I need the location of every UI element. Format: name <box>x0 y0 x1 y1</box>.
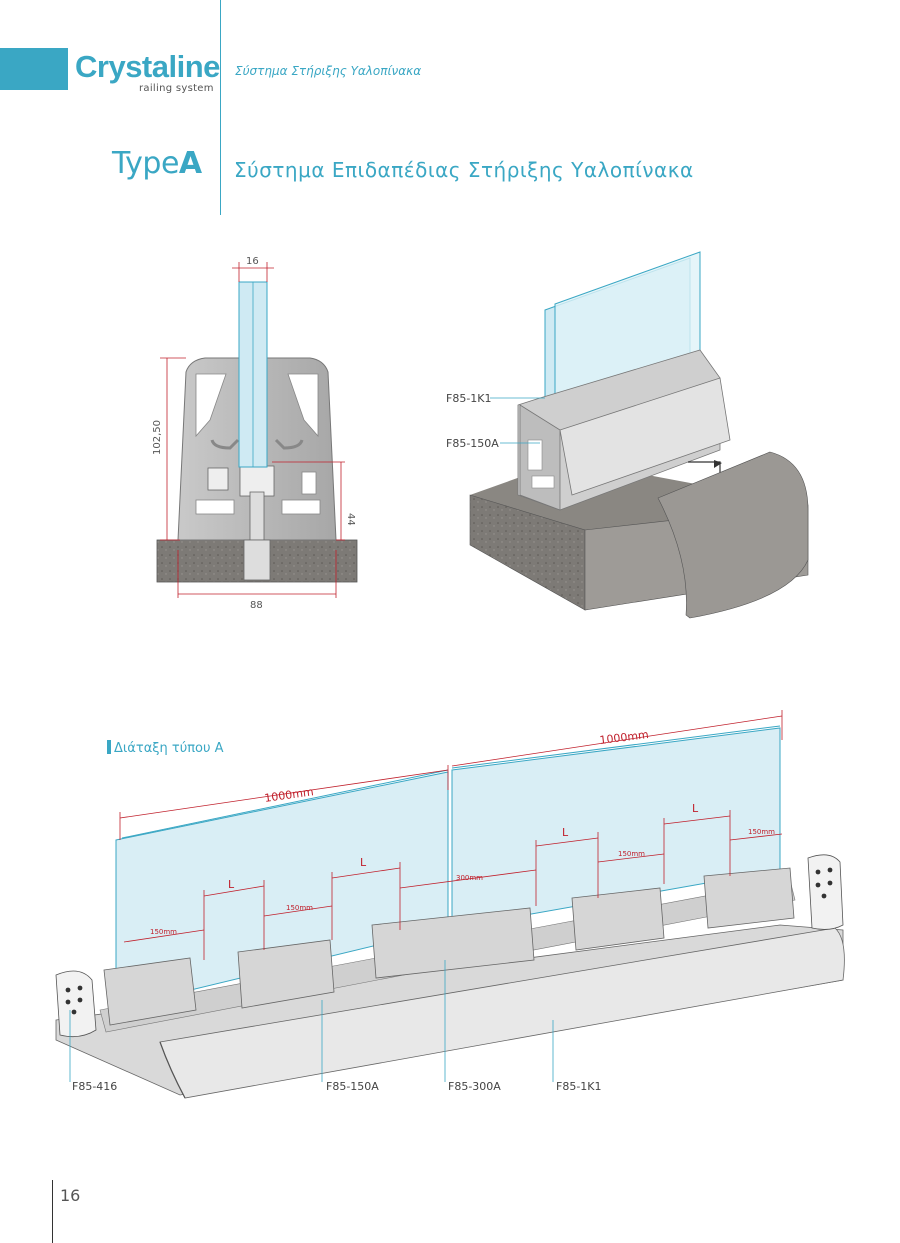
page-description: Σύστημα Επιδαπέδιας Στήριξης Υαλοπίνακα <box>234 158 694 182</box>
spacing-L-1: L <box>228 878 235 891</box>
layout-drawing: 1000mm 1000mm L L L L 150mm 150mm 300mm … <box>55 710 845 1099</box>
page-number: 16 <box>60 1186 81 1205</box>
part-label-f85-150a: F85-150A <box>446 437 499 450</box>
part-label-f85-1k1: F85-1K1 <box>446 392 492 405</box>
dim-profile-height: 102,50 <box>152 420 163 455</box>
cross-section-drawing: 16 102,50 44 88 <box>152 256 358 611</box>
spacing-L-3: L <box>562 826 569 839</box>
page-title: TypeA <box>112 146 202 181</box>
part-label-f85-1k1-bottom: F85-1K1 <box>556 1080 602 1093</box>
dim-150-1: 150mm <box>150 928 177 936</box>
dim-300: 300mm <box>456 874 483 882</box>
isometric-section-drawing <box>469 251 809 619</box>
spacing-L-4: L <box>692 802 699 815</box>
type-prefix: Type <box>112 146 179 181</box>
panel-length-2: 1000mm <box>599 728 650 747</box>
dim-inner-height: 44 <box>345 513 356 526</box>
part-label-f85-150a-bottom: F85-150A <box>326 1080 379 1093</box>
layout-section-title: Διάταξη τύπου Α <box>107 740 224 756</box>
header-accent-bar <box>0 48 68 90</box>
header-subtitle: Σύστημα Στήριξης Υαλοπίνακα <box>235 64 422 78</box>
spacing-L-2: L <box>360 856 367 869</box>
header-divider <box>220 0 221 215</box>
dim-150-4: 150mm <box>748 828 775 836</box>
part-label-f85-416: F85-416 <box>72 1080 118 1093</box>
page-number-rule <box>52 1180 53 1243</box>
brand-logo: Crystaline railing system <box>75 50 220 102</box>
dim-glass-width: 16 <box>246 256 259 267</box>
brand-subtitle: railing system <box>139 83 214 94</box>
brand-name: Crystaline <box>75 49 220 84</box>
dim-150-3: 150mm <box>618 850 645 858</box>
part-label-f85-300a: F85-300A <box>448 1080 501 1093</box>
type-letter: A <box>178 146 202 181</box>
dim-150-2: 150mm <box>286 904 313 912</box>
dim-profile-width: 88 <box>250 600 263 611</box>
